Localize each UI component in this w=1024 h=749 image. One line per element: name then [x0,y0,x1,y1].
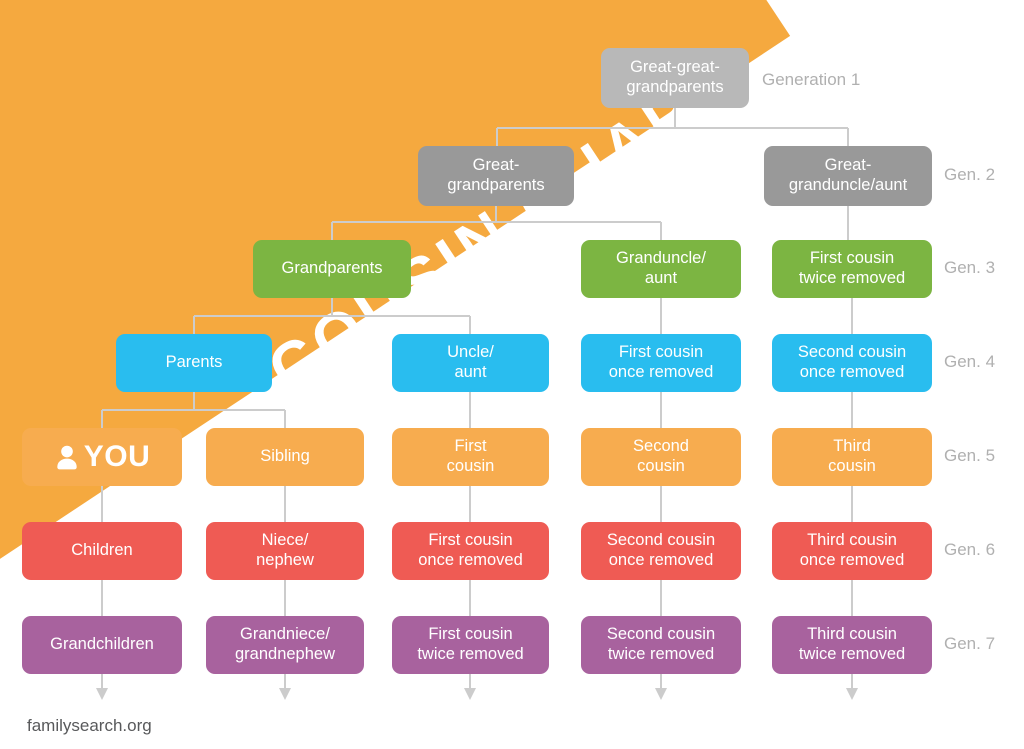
generation-label-3: Gen. 3 [944,258,996,277]
node-label: First cousin twice removed [417,625,524,663]
node-label: Third cousin twice removed [798,625,906,663]
connector-path [101,392,286,428]
node-first-cousin-once-removed-g4[interactable]: First cousin once removed [581,334,741,392]
generation-label-7: Gen. 7 [944,634,996,653]
node-label: Second cousin once removed [606,531,716,569]
generation-label-5: Gen. 5 [944,446,996,465]
node-label: Great- grandparents [447,156,545,194]
arrow-head [655,688,667,700]
node-second-cousin-twice-removed-g7[interactable]: Second cousin twice removed [581,616,741,674]
node-label: Uncle/ aunt [447,343,494,381]
node-uncle-aunt[interactable]: Uncle/ aunt [392,334,549,392]
generation-label-1: Generation 1 [762,70,861,89]
node-label: First cousin twice removed [798,249,906,287]
node-label: First cousin once removed [608,343,714,381]
node-second-cousin-once-removed-g6[interactable]: Second cousin once removed [581,522,741,580]
node-great-great-grandparents[interactable]: Great-great- grandparents [601,48,749,108]
node-third-cousin[interactable]: Third cousin [772,428,932,486]
arrow-head [96,688,108,700]
node-you[interactable]: YOU [22,428,182,486]
node-first-cousin-once-removed-g6[interactable]: First cousin once removed [392,522,549,580]
generation-label-4: Gen. 4 [944,352,996,371]
node-label: YOU [83,440,151,473]
node-label: Granduncle/ aunt [616,249,706,287]
generation-label-2: Gen. 2 [944,165,996,184]
generation-label-6: Gen. 6 [944,540,996,559]
node-first-cousin-twice-removed-g7[interactable]: First cousin twice removed [392,616,549,674]
source-label: familysearch.org [27,716,152,735]
node-label: Second cousin once removed [797,343,907,381]
node-third-cousin-twice-removed-g7[interactable]: Third cousin twice removed [772,616,932,674]
node-label: Second cousin [633,437,689,475]
node-sibling[interactable]: Sibling [206,428,364,486]
node-label: First cousin [446,437,495,475]
connector-path [331,206,662,240]
node-label: Niece/ nephew [256,531,314,569]
node-label: Children [71,541,133,560]
node-label: Sibling [260,447,310,466]
arrow-head [846,688,858,700]
node-first-cousin-twice-removed-g3[interactable]: First cousin twice removed [772,240,932,298]
person-icon [54,444,80,472]
node-second-cousin-once-removed-g4[interactable]: Second cousin once removed [772,334,932,392]
node-great-grandparents[interactable]: Great- grandparents [418,146,574,206]
node-label: Second cousin twice removed [606,625,716,663]
node-grandparents[interactable]: Grandparents [253,240,411,298]
node-label: Great-great- grandparents [626,58,724,96]
node-children[interactable]: Children [22,522,182,580]
connector-path [496,108,849,146]
connector-path [193,298,471,334]
node-label: Third cousin [828,437,876,475]
arrow-head [464,688,476,700]
node-label: Third cousin once removed [799,531,905,569]
node-great-granduncle-aunt[interactable]: Great- granduncle/aunt [764,146,932,206]
node-label: Grandniece/ grandnephew [235,625,335,663]
node-second-cousin[interactable]: Second cousin [581,428,741,486]
node-grandchildren[interactable]: Grandchildren [22,616,182,674]
node-first-cousin[interactable]: First cousin [392,428,549,486]
node-label: First cousin once removed [418,531,523,569]
node-third-cousin-once-removed-g6[interactable]: Third cousin once removed [772,522,932,580]
node-parents[interactable]: Parents [116,334,272,392]
node-grandniece-grandnephew[interactable]: Grandniece/ grandnephew [206,616,364,674]
arrow-head [279,688,291,700]
node-label: Grandchildren [50,635,154,654]
node-granduncle-aunt[interactable]: Granduncle/ aunt [581,240,741,298]
node-niece-nephew[interactable]: Niece/ nephew [206,522,364,580]
node-label: Great- granduncle/aunt [788,156,908,194]
node-label: Parents [165,353,223,372]
node-label: Grandparents [281,259,383,278]
